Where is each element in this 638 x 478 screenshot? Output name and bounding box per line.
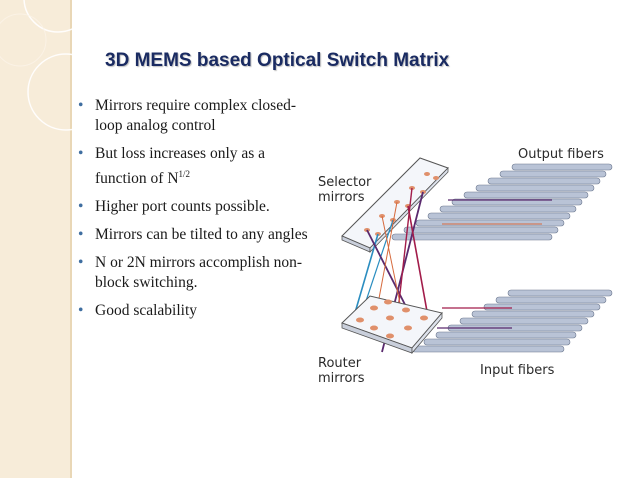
router-mirror [356, 317, 364, 323]
router-mirror [370, 325, 378, 331]
bullet-dot: • [78, 302, 84, 319]
input-fiber [471, 310, 595, 318]
router-mirror-plate [341, 295, 443, 355]
output-fiber [463, 191, 589, 199]
output-fiber [511, 163, 613, 171]
bullet-list: • Mirrors require complex closed-loop ana… [78, 96, 318, 329]
output-fiber [439, 205, 577, 213]
bullet-item-2: • But loss increases only as a function o… [78, 144, 318, 189]
slide-title: 3D MEMS based Optical Switch Matrix [105, 50, 450, 71]
selector-mirrors-label-line1: Selector [318, 175, 372, 190]
input-fiber [483, 303, 601, 311]
input-fiber [411, 345, 565, 353]
bullet-text: But loss increases only as a function of… [95, 145, 266, 187]
output-fiber [499, 170, 607, 178]
bullet-superscript: 1/2 [178, 169, 191, 179]
bullet-dot: • [78, 97, 84, 114]
bullet-text: Mirrors require complex closed-loop anal… [95, 97, 297, 134]
selector-mirror [433, 176, 439, 180]
bullet-item-5: • N or 2N mirrors accomplish non-block sw… [78, 253, 318, 293]
router-mirror [386, 333, 394, 339]
output-fiber [475, 184, 595, 192]
bullet-text: Mirrors can be tilted to any angles [95, 226, 308, 243]
bullet-item-4: • Mirrors can be tilted to any angles [78, 225, 318, 245]
bullet-dot: • [78, 198, 84, 215]
input-fiber [459, 317, 589, 325]
bullet-text: N or 2N mirrors accomplish non-block swi… [95, 254, 303, 291]
output-fibers-label: Output fibers [518, 147, 604, 162]
router-mirrors-label-line2: mirrors [318, 371, 365, 386]
output-fiber [427, 212, 571, 220]
output-fiber [415, 219, 565, 227]
input-fiber [435, 331, 577, 339]
input-fiber [495, 296, 607, 304]
input-fibers-label: Input fibers [480, 363, 555, 378]
input-fiber [423, 338, 571, 346]
input-fiber [507, 289, 613, 297]
bullet-text: Higher port counts possible. [95, 198, 270, 215]
mems-switch-diagram: Output fibers Selector mirrors Router mi… [318, 147, 613, 386]
bullet-item-6: • Good scalability [78, 301, 318, 321]
bullet-dot: • [78, 254, 84, 271]
output-fiber [487, 177, 601, 185]
bullet-item-1: • Mirrors require complex closed-loop ana… [78, 96, 318, 136]
bullet-dot: • [78, 145, 84, 162]
input-fiber-bundle [411, 289, 613, 353]
router-mirror [420, 315, 428, 321]
bullet-dot: • [78, 226, 84, 243]
bullet-text: Good scalability [95, 302, 198, 319]
router-mirror [404, 325, 412, 331]
side-panel [0, 0, 70, 478]
side-divider [70, 0, 72, 478]
bullet-item-3: • Higher port counts possible. [78, 197, 318, 217]
selector-mirror [424, 172, 430, 176]
output-fiber [403, 226, 559, 234]
router-mirror [386, 315, 394, 321]
router-mirrors-label-line1: Router [318, 356, 362, 371]
output-fiber [391, 233, 553, 241]
router-mirror [402, 307, 410, 313]
router-mirror [370, 305, 378, 311]
decorative-circles [0, 0, 72, 131]
router-mirror [384, 299, 392, 305]
selector-mirrors-label-line2: mirrors [318, 190, 365, 205]
